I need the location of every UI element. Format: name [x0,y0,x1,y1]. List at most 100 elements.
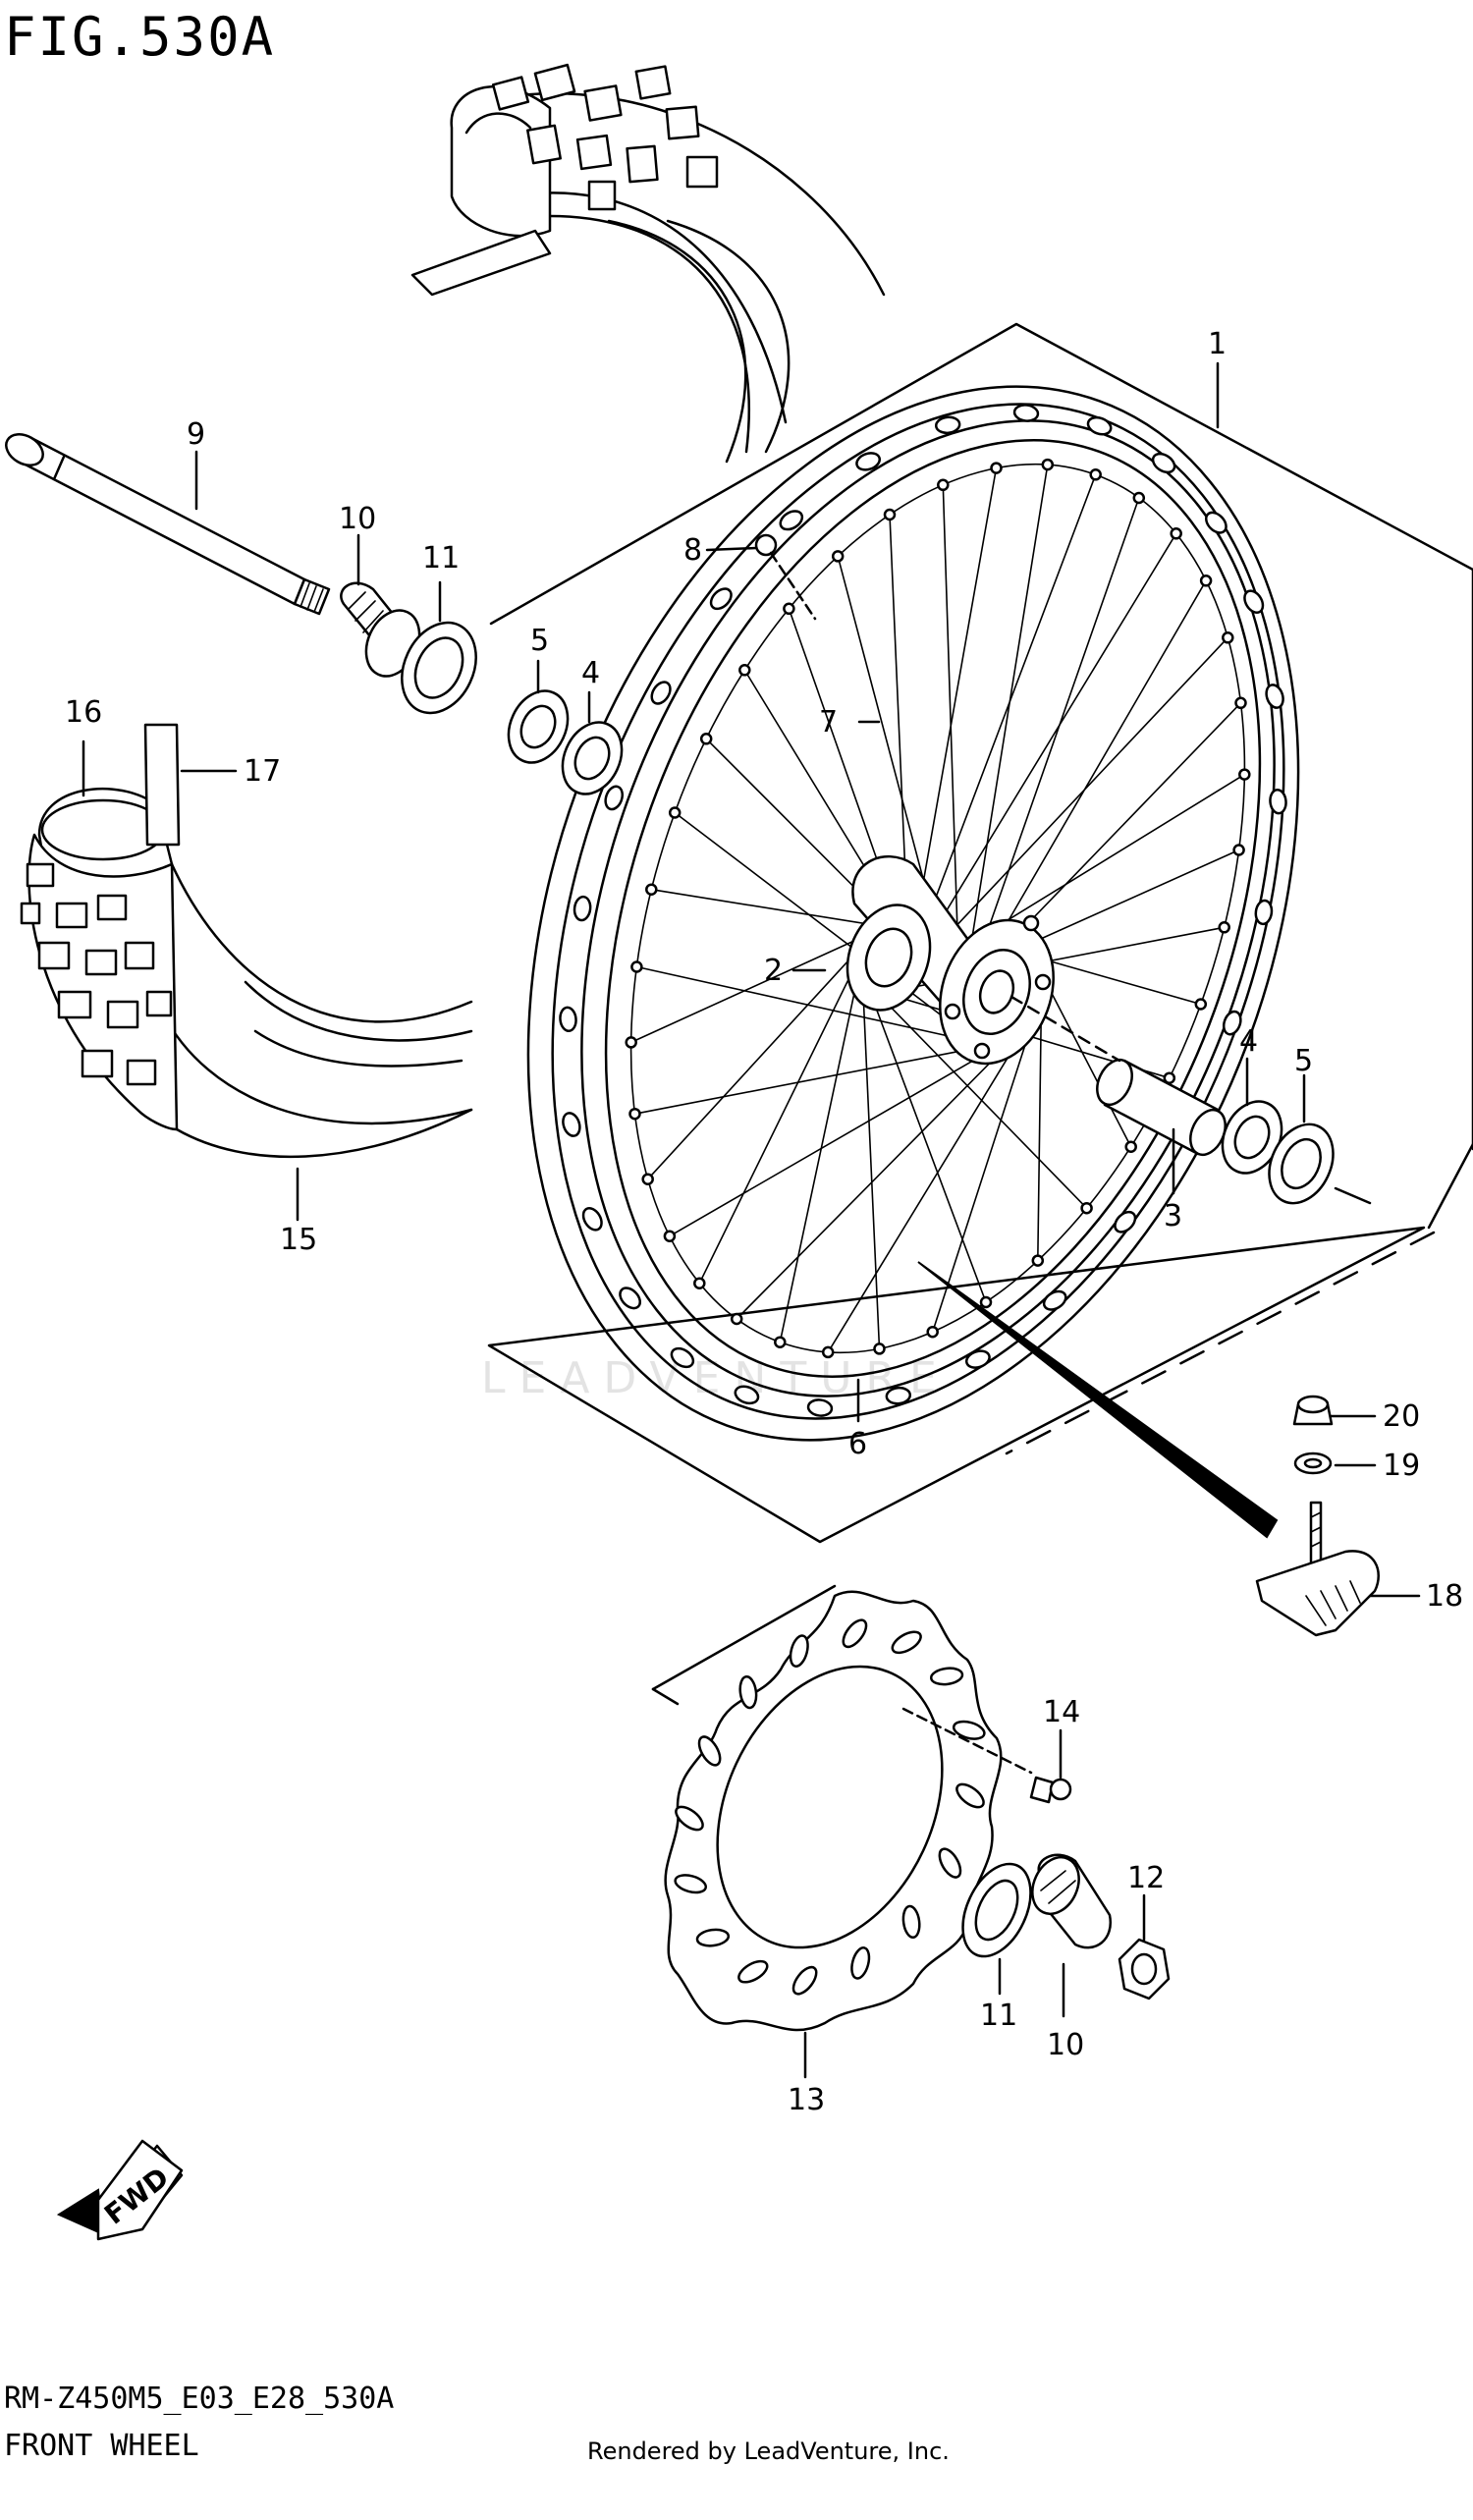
rim-hole [934,415,961,435]
callout-5b: 5 [1294,1044,1313,1078]
spoke [968,464,1049,954]
axle-nut [1118,1938,1171,2000]
spoke-nipple [783,602,795,616]
rim-hole [559,1006,577,1033]
disc-cutout [675,1805,704,1832]
dust-seal-left [507,689,570,764]
rim-hole [709,587,733,611]
disc-cutout [891,1630,922,1655]
tire-cutaway-top [410,63,886,464]
callout-15: 15 [280,1223,317,1257]
spoke [779,971,860,1343]
rim-hole [806,1398,834,1417]
callout-16: 16 [65,695,102,730]
spoke-nipple [1132,491,1146,505]
spoke-nipple [1080,1201,1093,1215]
callout-19: 19 [1383,1449,1420,1483]
disc-cutout [955,1782,985,1809]
spoke [913,466,998,933]
dust-seal-right [1268,1123,1335,1205]
spoke [698,959,859,1285]
tire-knobs-top [491,63,719,211]
callout-4b: 4 [1239,1024,1258,1059]
spoke-nipple [1199,575,1213,587]
disc-cutout [901,1904,921,1940]
callout-6: 6 [848,1427,867,1461]
spoke-nipple [1194,998,1208,1011]
callout-5a: 5 [530,624,549,658]
rim-hole [1222,1010,1242,1036]
rim-hole [1205,511,1228,534]
disc-cutout [738,1674,758,1710]
spoke-nipple [1170,527,1182,540]
spoke-nipple [1234,696,1247,710]
spoke-nipple [873,1342,886,1355]
callout-9: 9 [187,417,205,452]
assembly-box [487,322,1473,1544]
axle [5,433,331,616]
rim-hole [573,895,592,922]
spacer [1096,1058,1227,1157]
spoke-nipple [1218,921,1230,934]
fwd-arrow: FWD [56,2139,184,2241]
collar-right [1031,1853,1113,1949]
rim-hole [1151,452,1176,474]
rim-hole [581,1206,603,1232]
spoke [646,945,863,1180]
callout-13: 13 [788,2083,825,2117]
rim-hole [1243,589,1265,615]
rim-lock-bolt [754,533,817,621]
spoke-nipple [641,1173,654,1185]
rim-hole [1086,415,1113,436]
rim-hole [650,681,672,705]
model-code: RM-Z450M5_E03_E28_530A [4,2382,394,2416]
callout-11b: 11 [980,1999,1017,2033]
brake-disc [651,1584,1003,2032]
callout-2: 2 [764,954,783,988]
disc-cutout [842,1618,868,1649]
callout-labels: 1 2 3 4 4 5 5 6 7 8 9 10 10 11 11 12 13 … [65,327,1463,2117]
disc-cutout [789,1634,809,1668]
rim-hole [562,1112,581,1137]
spoke-nipple [937,478,950,492]
tire-knobs-left [20,862,173,1086]
spoke [633,1047,979,1115]
spoke-nipple [738,664,751,677]
disc-bolt [901,1707,1072,1804]
spoke [983,497,1140,942]
callout-14: 14 [1043,1695,1080,1729]
rim-hole [1012,404,1040,422]
rim-hole [1042,1289,1067,1311]
callout-12: 12 [1127,1861,1165,1895]
diagram-name: FRONT WHEEL [4,2429,199,2463]
nut [1292,1395,1334,1426]
rim-hole [885,1386,912,1405]
spoke [931,1013,1036,1333]
spoke-nipple [926,1325,939,1339]
spoke-nipple [625,1036,637,1049]
spoke [889,514,908,925]
spoke-nipple [1031,1254,1045,1267]
spoke [878,994,1088,1209]
front-wheel [526,385,1300,1442]
callout-1: 1 [1208,327,1227,361]
rim-hole [855,452,882,471]
callout-10b: 10 [1047,2028,1084,2062]
callout-3: 3 [1164,1199,1182,1233]
disc-cutout [850,1946,871,1980]
spoke-nipple [668,806,682,819]
rim-lock-leader [917,1261,1279,1539]
disc-cutout [697,1735,722,1767]
spoke-nipple [730,1312,743,1326]
spoke-nipple [693,1277,706,1289]
rim-hole [1114,1210,1137,1233]
spoke [869,990,987,1303]
spoke-nipple [1124,1140,1137,1153]
spoke [635,965,966,1041]
rim-hole [964,1349,991,1369]
leader-lines [82,361,1421,2079]
callout-17: 17 [244,754,281,789]
tire-cutaway-left [20,723,473,1159]
rim-hole [734,1385,760,1405]
spoke [861,982,881,1350]
